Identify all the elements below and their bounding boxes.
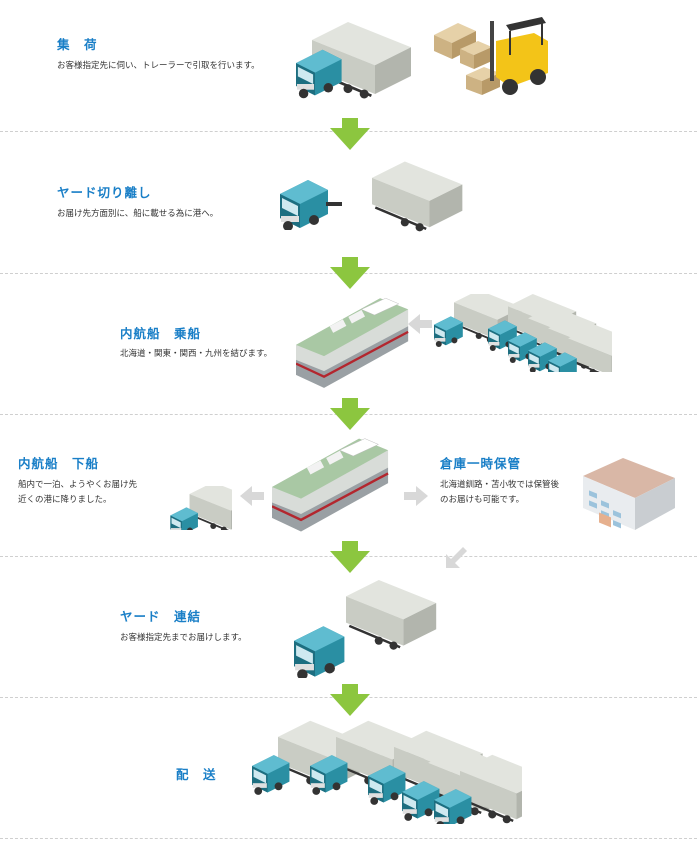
ship-illustration-2 bbox=[272, 437, 390, 533]
step-title-boarding: 内航船 乗船 bbox=[120, 326, 202, 341]
delivery-fleet-illustration bbox=[252, 720, 522, 824]
down-arrow-5 bbox=[330, 684, 370, 716]
arrow-left-boarding bbox=[408, 314, 432, 334]
step-desc-yard-detach: お届け先方面別に、船に載せる為に港へ。 bbox=[57, 209, 219, 219]
step-desc-boarding: 北海道・関東・関西・九州を結びます。 bbox=[120, 349, 273, 359]
step-title-unloading: 内航船 下船 bbox=[18, 456, 100, 471]
down-arrow-2 bbox=[330, 257, 370, 289]
down-arrow-4 bbox=[330, 541, 370, 573]
step-title-pickup: 集 荷 bbox=[57, 37, 98, 52]
unloaded-truck-illustration bbox=[170, 486, 232, 530]
step-desc-unloading-1: 船内で一泊、ようやくお届け先 bbox=[18, 480, 138, 490]
step-desc-unloading-2: 近くの港に降りました。 bbox=[18, 495, 112, 505]
ship-illustration bbox=[296, 297, 410, 390]
step-title-yard-detach: ヤード切り離し bbox=[57, 185, 152, 200]
arrow-diagonal-storage bbox=[446, 547, 467, 568]
step-desc-pickup: お客様指定先に伺い、トレーラーで引取を行います。 bbox=[57, 61, 260, 71]
warehouse-illustration bbox=[583, 458, 675, 530]
divider-6 bbox=[0, 838, 697, 839]
step-desc-storage-1: 北海道釧路・苫小牧では保管後 bbox=[440, 480, 560, 490]
connected-trailer-illustration bbox=[294, 580, 438, 678]
truck-fleet-illustration bbox=[434, 294, 612, 372]
arrow-right-storage bbox=[404, 486, 428, 506]
step-title-yard-connect: ヤード 連結 bbox=[120, 609, 202, 624]
truck-cab-illustration bbox=[280, 180, 342, 230]
trailer-truck-illustration bbox=[296, 22, 412, 100]
step-desc-yard-connect: お客様指定先までお届けします。 bbox=[120, 633, 247, 643]
step-title-delivery: 配 送 bbox=[176, 767, 217, 782]
arrow-left-unloading bbox=[240, 486, 264, 506]
forklift-illustration bbox=[434, 17, 548, 95]
step-desc-storage-2: のお届けも可能です。 bbox=[440, 495, 525, 505]
down-arrow-1 bbox=[330, 118, 370, 150]
down-arrow-3 bbox=[330, 398, 370, 430]
detached-container-illustration bbox=[372, 160, 464, 233]
step-title-storage: 倉庫一時保管 bbox=[440, 456, 522, 471]
